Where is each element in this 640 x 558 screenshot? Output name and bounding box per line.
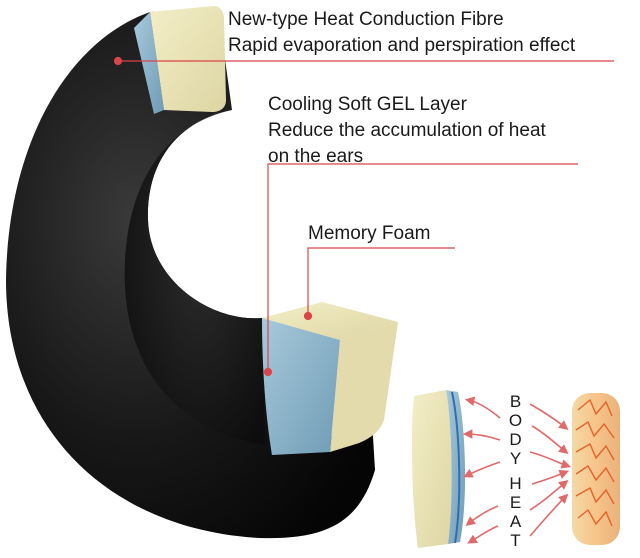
body-letter: O <box>506 411 526 430</box>
body-letter: Y <box>506 449 526 468</box>
heat-letter: E <box>506 493 526 512</box>
bottom-section-gel <box>262 318 340 455</box>
callout-fibre-dot <box>115 58 122 65</box>
heat-letter: T <box>506 531 526 550</box>
callout-gel-dot <box>265 369 272 376</box>
label-cooling-gel-layer: Cooling Soft GEL Layer Reduce the accumu… <box>268 92 546 170</box>
body-letter: B <box>506 392 526 411</box>
vertical-word-body: B O D Y <box>506 392 526 468</box>
inset-skin-layer <box>572 393 620 545</box>
vertical-word-heat: H E A T <box>506 474 526 550</box>
label-memory-foam: Memory Foam <box>308 221 430 247</box>
heat-letter: A <box>506 512 526 531</box>
inset-fibre-layer <box>412 390 452 548</box>
fibre-title: New-type Heat Conduction Fibre <box>228 7 575 33</box>
body-letter: D <box>506 430 526 449</box>
fibre-subtitle: Rapid evaporation and perspiration effec… <box>228 33 575 59</box>
gel-line2: Reduce the accumulation of heat <box>268 118 546 144</box>
gel-title: Cooling Soft GEL Layer <box>268 92 546 118</box>
foam-title: Memory Foam <box>308 221 430 247</box>
bottom-section-fibre-side <box>330 322 398 452</box>
ear-pad <box>6 6 398 538</box>
callout-foam-dot <box>305 313 312 320</box>
gel-line3: on the ears <box>268 144 546 170</box>
label-heat-conduction-fibre: New-type Heat Conduction Fibre Rapid eva… <box>228 7 575 59</box>
heat-letter: H <box>506 474 526 493</box>
